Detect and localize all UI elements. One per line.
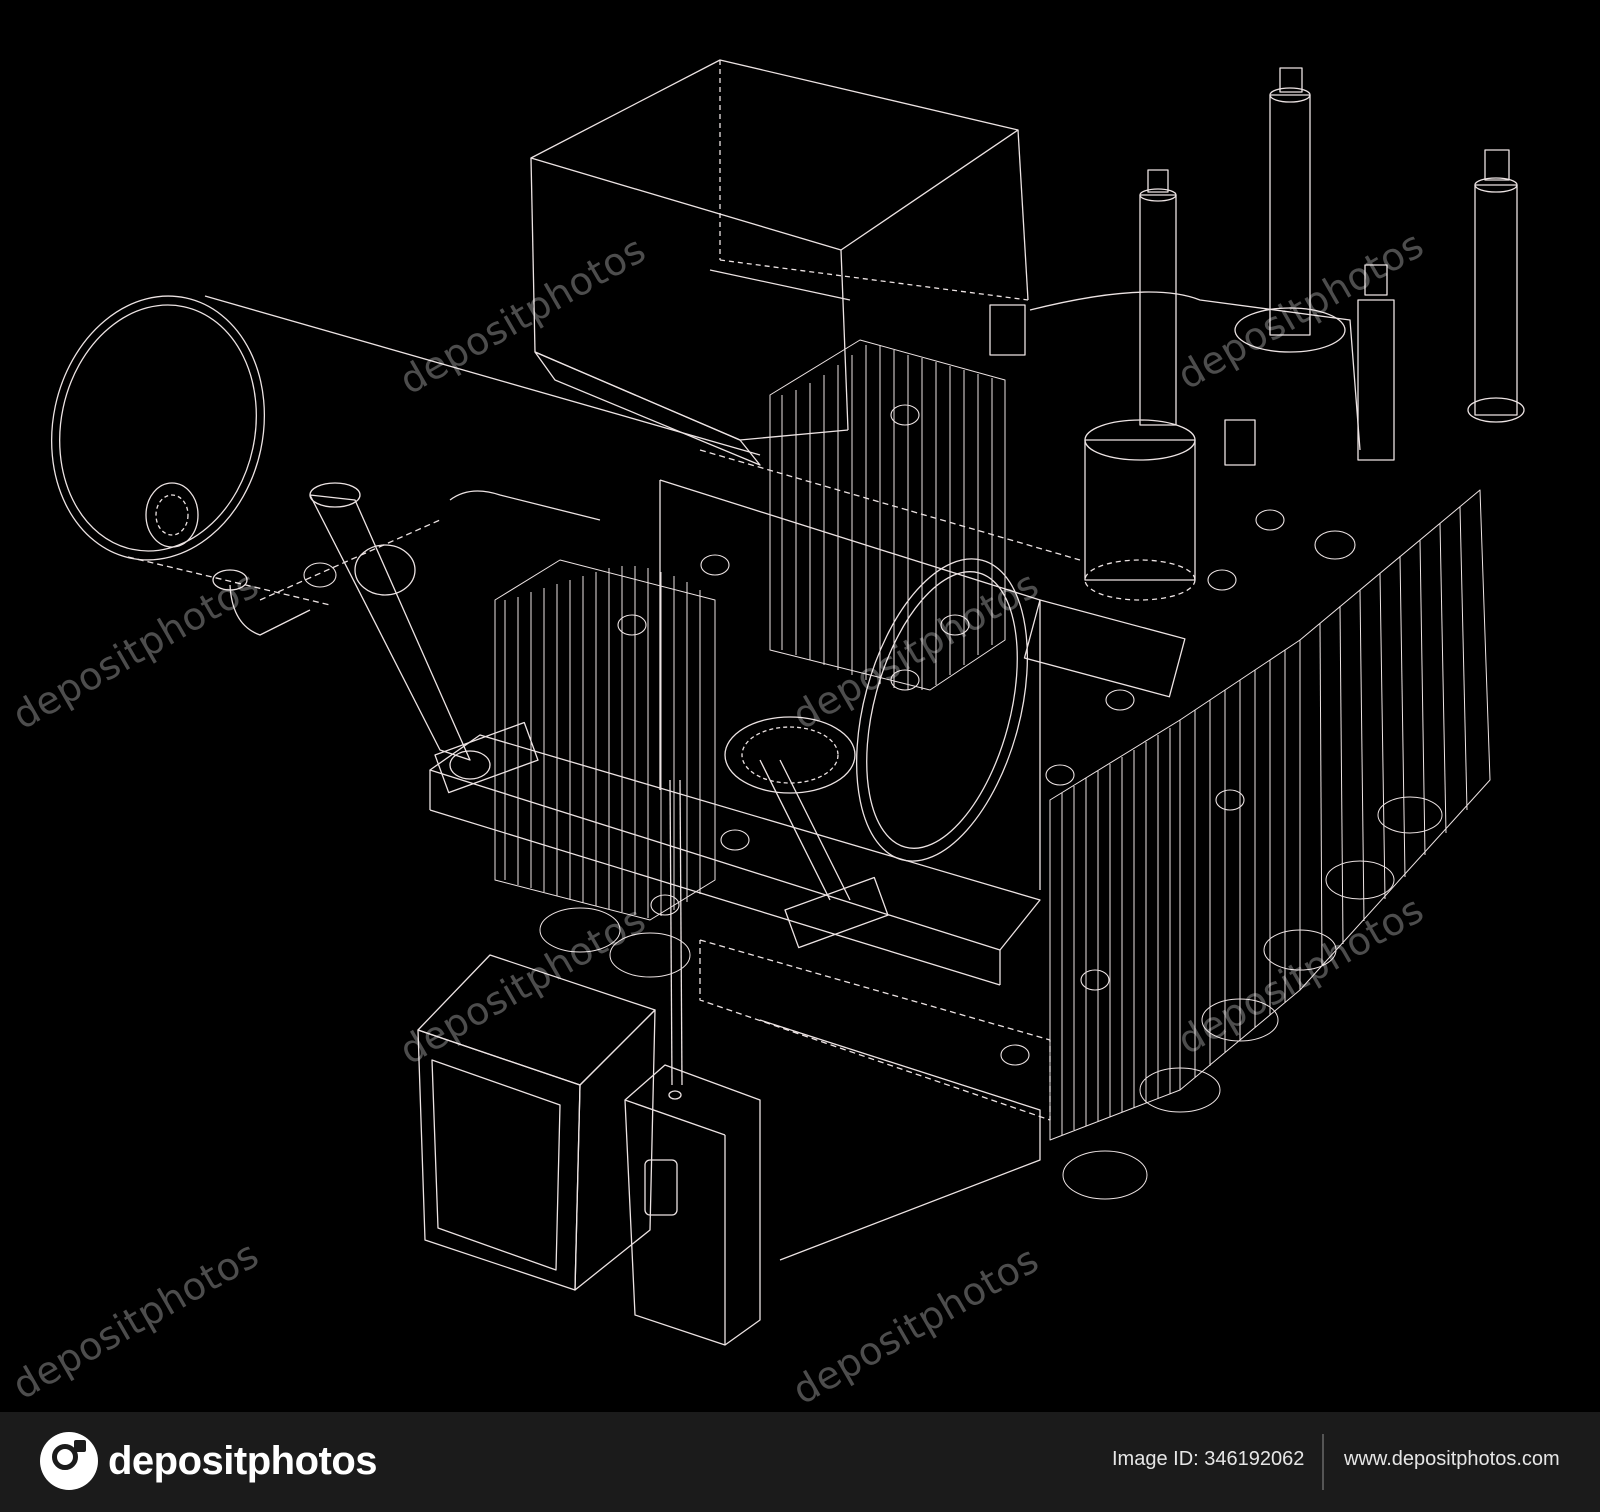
footer-divider [1322,1434,1324,1490]
camera-logo-icon [40,1432,98,1490]
control-cabinets [417,954,761,1346]
brand-logo[interactable]: depositphotos [40,1432,378,1490]
main-tank [429,449,1081,1261]
stock-footer-bar: depositphotos Image ID: 346192062 www.de… [0,1412,1600,1512]
conservator-tank [50,295,761,636]
bushings [989,67,1525,601]
center-flanges [724,558,1186,862]
transformer-wireframe [50,59,1525,1346]
brand-name: depositphotos [108,1438,378,1483]
pipework [259,482,889,1086]
left-radiators [494,559,716,978]
site-url[interactable]: www.depositphotos.com [1344,1448,1560,1470]
top-cooling-box [530,59,1029,466]
fittings [303,404,1356,1066]
image-id: Image ID: 346192062 [1112,1448,1305,1470]
right-radiators [1049,489,1491,1200]
illustration-canvas: depositphotos depositphotos depositphoto… [5,59,1525,1414]
center-radiators [769,339,1006,691]
